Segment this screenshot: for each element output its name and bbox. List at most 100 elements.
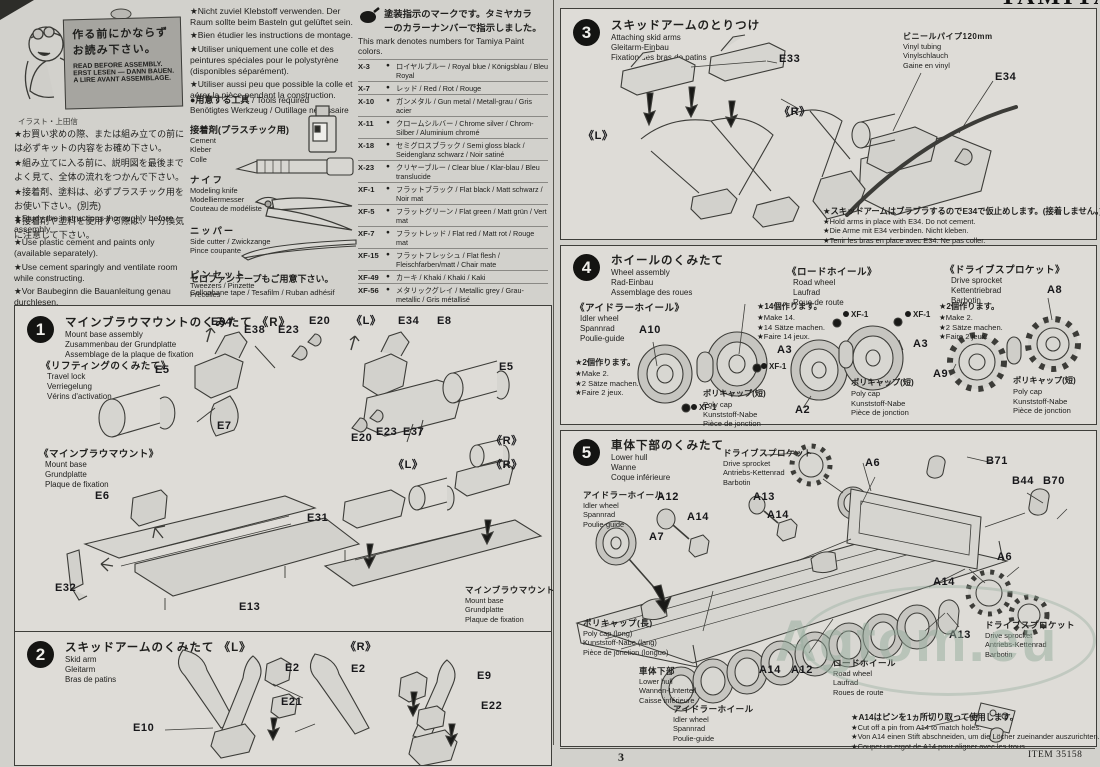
tamiya-logo-text: TAMIYA <box>1000 0 1098 9</box>
idler-make-notes: ★2個作ります。 ★Make 2. ★2 Sätze machen. ★Fair… <box>575 358 639 398</box>
step-2-title-fr: Bras de patins <box>65 674 117 684</box>
modeling-knife-icon <box>235 157 354 176</box>
polycap-long-callout: ポリキャップ(長) Poly cap (long) Kunststoff-Nab… <box>583 618 669 657</box>
paint-name: フラットレッド / Flat red / Matt rot / Rouge ma… <box>396 228 535 247</box>
paint-name: フラットブラック / Flat black / Matt schwarz / N… <box>396 184 543 203</box>
paint-intro-en-2: colors. <box>358 46 383 56</box>
step-1-title-en: Mount base assembly <box>65 330 143 339</box>
part-label-a8: A8 <box>1047 284 1063 296</box>
paint-dot-icon: ● <box>386 162 390 170</box>
step-4-title-jp: ホイールのくみたて <box>611 255 724 267</box>
read-before-signboard: 作る前にかならず お読み下さい。 READ BEFORE ASSEMBLY. E… <box>62 16 184 110</box>
idler-wheel-callout: 《アイドラーホイール》 Idler wheel Spannrad Poulie-… <box>575 303 685 343</box>
read-before-jp-1: 作る前にかならず <box>72 26 169 42</box>
paint-color-row: XF-49●カーキ / Khaki / Khaki / Kaki <box>358 271 548 284</box>
part-label-r: 《R》 <box>779 106 811 118</box>
paint-code: X-11 <box>358 118 374 128</box>
part-label-e9: E9 <box>477 670 492 682</box>
precaution-en-1: ★Study the instructions thoroughly befor… <box>14 213 174 234</box>
tape-note-jp: セロファンテープもご用意下さい。 <box>190 274 334 284</box>
read-before-sign-group: 作る前にかならず お読み下さい。 READ BEFORE ASSEMBLY. E… <box>16 6 184 114</box>
part-label-e23-2: E23 <box>376 426 398 438</box>
step-5-badge: 5 <box>573 439 600 466</box>
illustrator-credit: イラスト・上田信 <box>18 117 78 126</box>
part-label-e33: E33 <box>779 53 801 65</box>
precaution-c2-2: ★Bien étudier les instructions de montag… <box>190 30 353 41</box>
step-4-badge: 4 <box>573 254 600 281</box>
paint-code: X-18 <box>358 140 375 150</box>
part-label-a3: A3 <box>777 344 793 356</box>
paint-mark-icon <box>360 7 380 23</box>
part-label-l-bottom: 《L》 <box>393 459 424 471</box>
part-label-e6: E6 <box>95 490 110 502</box>
part-label-b71: B71 <box>986 455 1008 467</box>
tool-tweezers-l2: Précelles <box>190 290 221 300</box>
precaution-c2-3: ★Utiliser uniquement une colle et des pe… <box>190 44 339 76</box>
part-label-e2: E2 <box>285 662 300 674</box>
step-1-title-de: Zusammenbau der Grundplatte <box>65 339 177 349</box>
part-label-a14-c: A14 <box>933 576 955 588</box>
part-label-e34-2: E34 <box>398 315 420 327</box>
paint-callout-xf1-c: XF-1 <box>843 310 868 319</box>
cement-bottle-icon <box>308 105 337 153</box>
road-make-notes: ★14個作ります。 ★Make 14. ★14 Sätze machen. ★F… <box>757 302 826 342</box>
part-label-b44: B44 <box>1012 475 1034 487</box>
step-5-title-en: Lower hull <box>611 453 648 462</box>
paint-code: XF-15 <box>358 250 379 260</box>
road-wheel-bottom-callout: ロードホイール Road wheel Laufrad Roues de rout… <box>833 658 897 697</box>
precaution-jp-4: ★接着剤や塗料を使用する際は、十分換気に注意して下さい。 <box>14 216 185 240</box>
part-label-e21: E21 <box>281 696 303 708</box>
part-label-e5-2: E5 <box>499 361 514 373</box>
paint-dot-icon: ● <box>386 140 390 148</box>
part-label-a12: A12 <box>657 491 679 503</box>
paint-color-row: X-23●クリヤーブルー / Clear blue / Klar-blau / … <box>358 161 548 183</box>
step-2-box: 2 スキッドアームのくみたて 《L》 Skid arm Gleitarm Bra… <box>14 631 552 766</box>
tools-section: ●用意する工具 / Tools required Benötigtes Werk… <box>190 93 355 300</box>
idler-top-callout: アイドラーホイール Idler wheel Spannrad Poulie-gu… <box>583 490 664 529</box>
precaution-jp-2: ★組み立てに入る前に、説明図を最後までよく見て、全体の流れをつかんで下さい。 <box>14 158 185 182</box>
part-label-a14-d: A14 <box>759 664 781 676</box>
paint-code: X-23 <box>358 162 375 172</box>
part-label-e20-2: E20 <box>351 432 373 444</box>
paint-intro-en-1: This mark denotes numbers for Tamiya Pai… <box>358 36 525 46</box>
step-4-title-de: Rad-Einbau <box>611 277 654 287</box>
tool-cutter-l1: Side cutter / Zwickzange <box>190 236 271 246</box>
step-1-badge: 1 <box>27 316 54 343</box>
paint-code: XF-5 <box>358 206 375 216</box>
sprocket-top-callout: ドライブスプロケット Drive sprocket Antriebs-Kette… <box>723 448 814 487</box>
paint-dot-icon: ● <box>386 272 390 280</box>
paint-callout-xf1-b: XF-1 <box>691 403 716 412</box>
read-before-jp-2: お読み下さい。 <box>72 43 157 58</box>
part-label-e5: E5 <box>155 364 170 376</box>
idler-bottom-callout: アイドラーホイール Idler wheel Spannrad Poulie-gu… <box>673 704 754 743</box>
column-divider <box>553 0 554 745</box>
part-label-e34: E34 <box>211 316 233 328</box>
item-number: ITEM 35158 <box>1028 750 1083 760</box>
precaution-jp-1: ★お買い求めの際、または組み立ての前には必ずキットの内容をお確め下さい。 <box>14 129 185 153</box>
part-label-a13-b: A13 <box>949 629 971 641</box>
paint-dot-icon: ● <box>386 206 390 214</box>
read-before-fr: A LIRE AVANT ASSEMBLAGE. <box>73 74 172 85</box>
precaution-en-2: ★Use plastic cement and paints only (ava… <box>14 237 155 259</box>
part-label-a7: A7 <box>649 531 665 543</box>
paint-code: XF-7 <box>358 228 375 238</box>
paint-name: ロイヤルブルー / Royal blue / Königsblau / Bleu… <box>396 61 548 80</box>
step-5-note-de: ★Von A14 einen Stift abschneiden, um die… <box>851 732 1100 742</box>
lower-hull-callout: 車体下部 Lower hull Wannen-Unterteil Caisse … <box>639 666 697 705</box>
part-label-e23: E23 <box>278 324 300 336</box>
part-label-e22: E22 <box>481 700 503 712</box>
step-4-title-en: Wheel assembly <box>611 268 670 277</box>
step-1-title-jp: マインブラウマウントのくみたて 《R》 <box>65 317 292 329</box>
part-label-a6-bottom: A6 <box>997 551 1013 563</box>
paint-name: フラットグリーン / Flat green / Matt grün / Vert… <box>396 206 547 225</box>
paint-color-row: X-10●ガンメタル / Gun metal / Metall-grau / G… <box>358 95 548 117</box>
step-5-title-de: Wanne <box>611 462 637 472</box>
step-2-diagram <box>164 649 459 765</box>
tool-cement-jp: 接着剤(プラスチック用) <box>190 125 289 135</box>
warning-figure-icon <box>24 8 132 100</box>
step-1-mount-base-callout-2: マインブラウマウント Mount base Grundplatte Plaque… <box>465 585 555 624</box>
step-3-box: 3 スキッドアームのとりつけ Attaching skid arms Gleit… <box>560 8 1100 245</box>
precautions-jp: ★お買い求めの際、または組み立ての前には必ずキットの内容をお確め下さい。 ★組み… <box>14 128 187 244</box>
paint-color-row: X-18●セミグロスブラック / Semi gloss black / Seid… <box>358 139 548 161</box>
part-label-e32: E32 <box>55 582 77 594</box>
